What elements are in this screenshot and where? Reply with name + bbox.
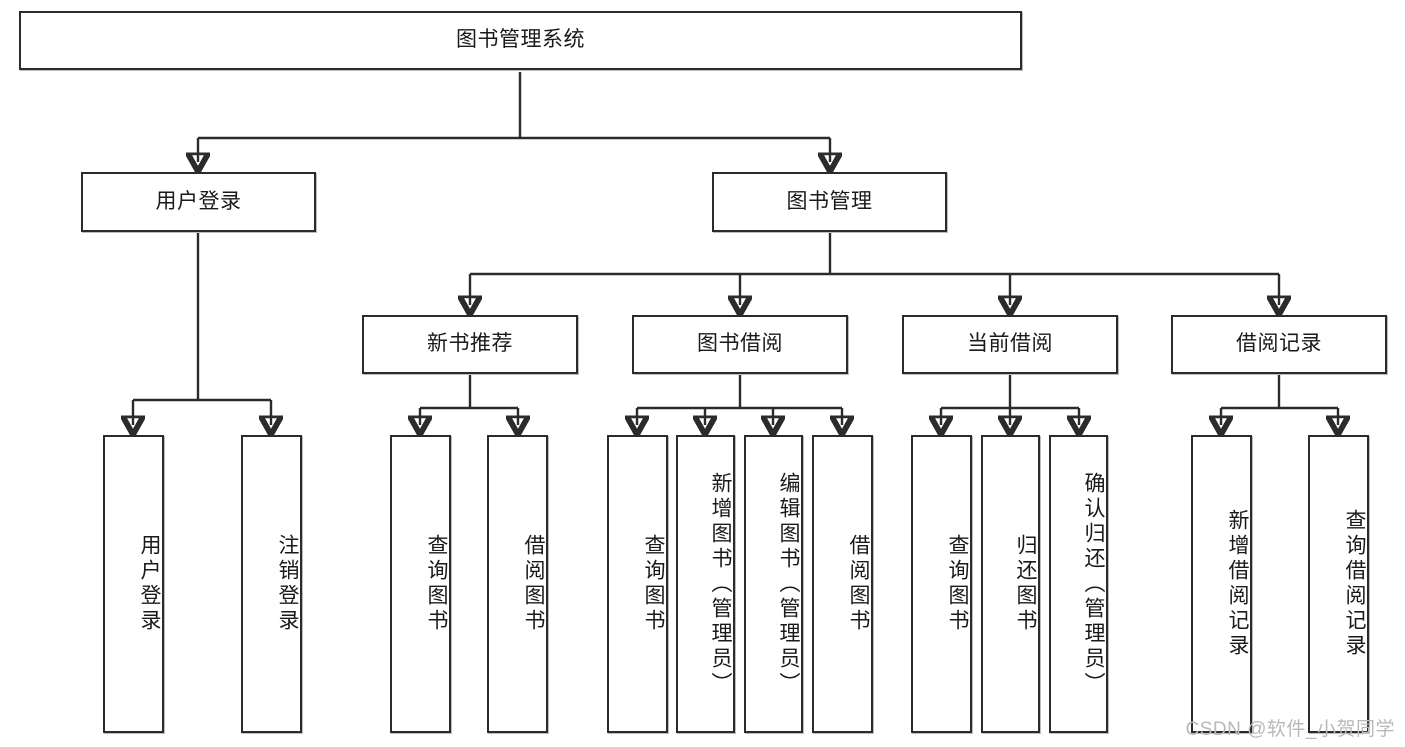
node-label: 新书推荐 xyxy=(427,332,513,356)
watermark: CSDN @软件_小贺同学 xyxy=(1185,719,1395,740)
node-leaf-borrow-book-2[interactable]: 借阅图书 xyxy=(812,435,873,733)
node-book-borrow[interactable]: 图书借阅 xyxy=(632,315,848,374)
node-label: 查询借阅记录 xyxy=(1343,509,1366,659)
node-book-manage[interactable]: 图书管理 xyxy=(712,172,947,232)
node-label: 借阅图书 xyxy=(522,534,545,634)
node-user-login[interactable]: 用户登录 xyxy=(81,172,316,232)
node-label: 注销登录 xyxy=(276,534,299,634)
node-label: 图书管理 xyxy=(786,189,873,213)
node-leaf-edit-book[interactable]: 编辑图书（管理员） xyxy=(744,435,803,733)
node-label: 当前借阅 xyxy=(967,332,1053,356)
node-leaf-logout-login[interactable]: 注销登录 xyxy=(241,435,302,733)
node-label: 查询图书 xyxy=(946,534,969,634)
node-leaf-query-record[interactable]: 查询借阅记录 xyxy=(1308,435,1369,733)
node-borrow-record[interactable]: 借阅记录 xyxy=(1171,315,1387,374)
node-leaf-add-record[interactable]: 新增借阅记录 xyxy=(1191,435,1252,733)
node-label: 用户登录 xyxy=(155,189,242,213)
node-book-management-system[interactable]: 图书管理系统 xyxy=(19,11,1022,70)
node-current-borrow[interactable]: 当前借阅 xyxy=(902,315,1118,374)
node-label: 借阅图书 xyxy=(847,534,870,634)
node-leaf-confirm-return[interactable]: 确认归还（管理员） xyxy=(1049,435,1108,733)
node-leaf-add-book[interactable]: 新增图书（管理员） xyxy=(676,435,735,733)
node-leaf-query-book-3[interactable]: 查询图书 xyxy=(911,435,972,733)
node-label: 用户登录 xyxy=(138,534,161,634)
node-label: 图书管理系统 xyxy=(456,28,585,52)
node-leaf-query-book-1[interactable]: 查询图书 xyxy=(390,435,451,733)
node-label: 新增图书（管理员） xyxy=(709,471,732,697)
node-leaf-return-book[interactable]: 归还图书 xyxy=(981,435,1040,733)
node-leaf-query-book-2[interactable]: 查询图书 xyxy=(607,435,668,733)
node-label: 确认归还（管理员） xyxy=(1082,471,1105,697)
node-label: 新增借阅记录 xyxy=(1226,509,1249,659)
node-label: 借阅记录 xyxy=(1236,332,1322,356)
node-leaf-user-login[interactable]: 用户登录 xyxy=(103,435,164,733)
node-label: 查询图书 xyxy=(642,534,665,634)
node-new-book-recommend[interactable]: 新书推荐 xyxy=(362,315,578,374)
node-leaf-borrow-book-1[interactable]: 借阅图书 xyxy=(487,435,548,733)
node-label: 查询图书 xyxy=(425,534,448,634)
node-label: 归还图书 xyxy=(1014,534,1037,634)
node-label: 图书借阅 xyxy=(697,332,783,356)
node-label: 编辑图书（管理员） xyxy=(777,471,800,697)
